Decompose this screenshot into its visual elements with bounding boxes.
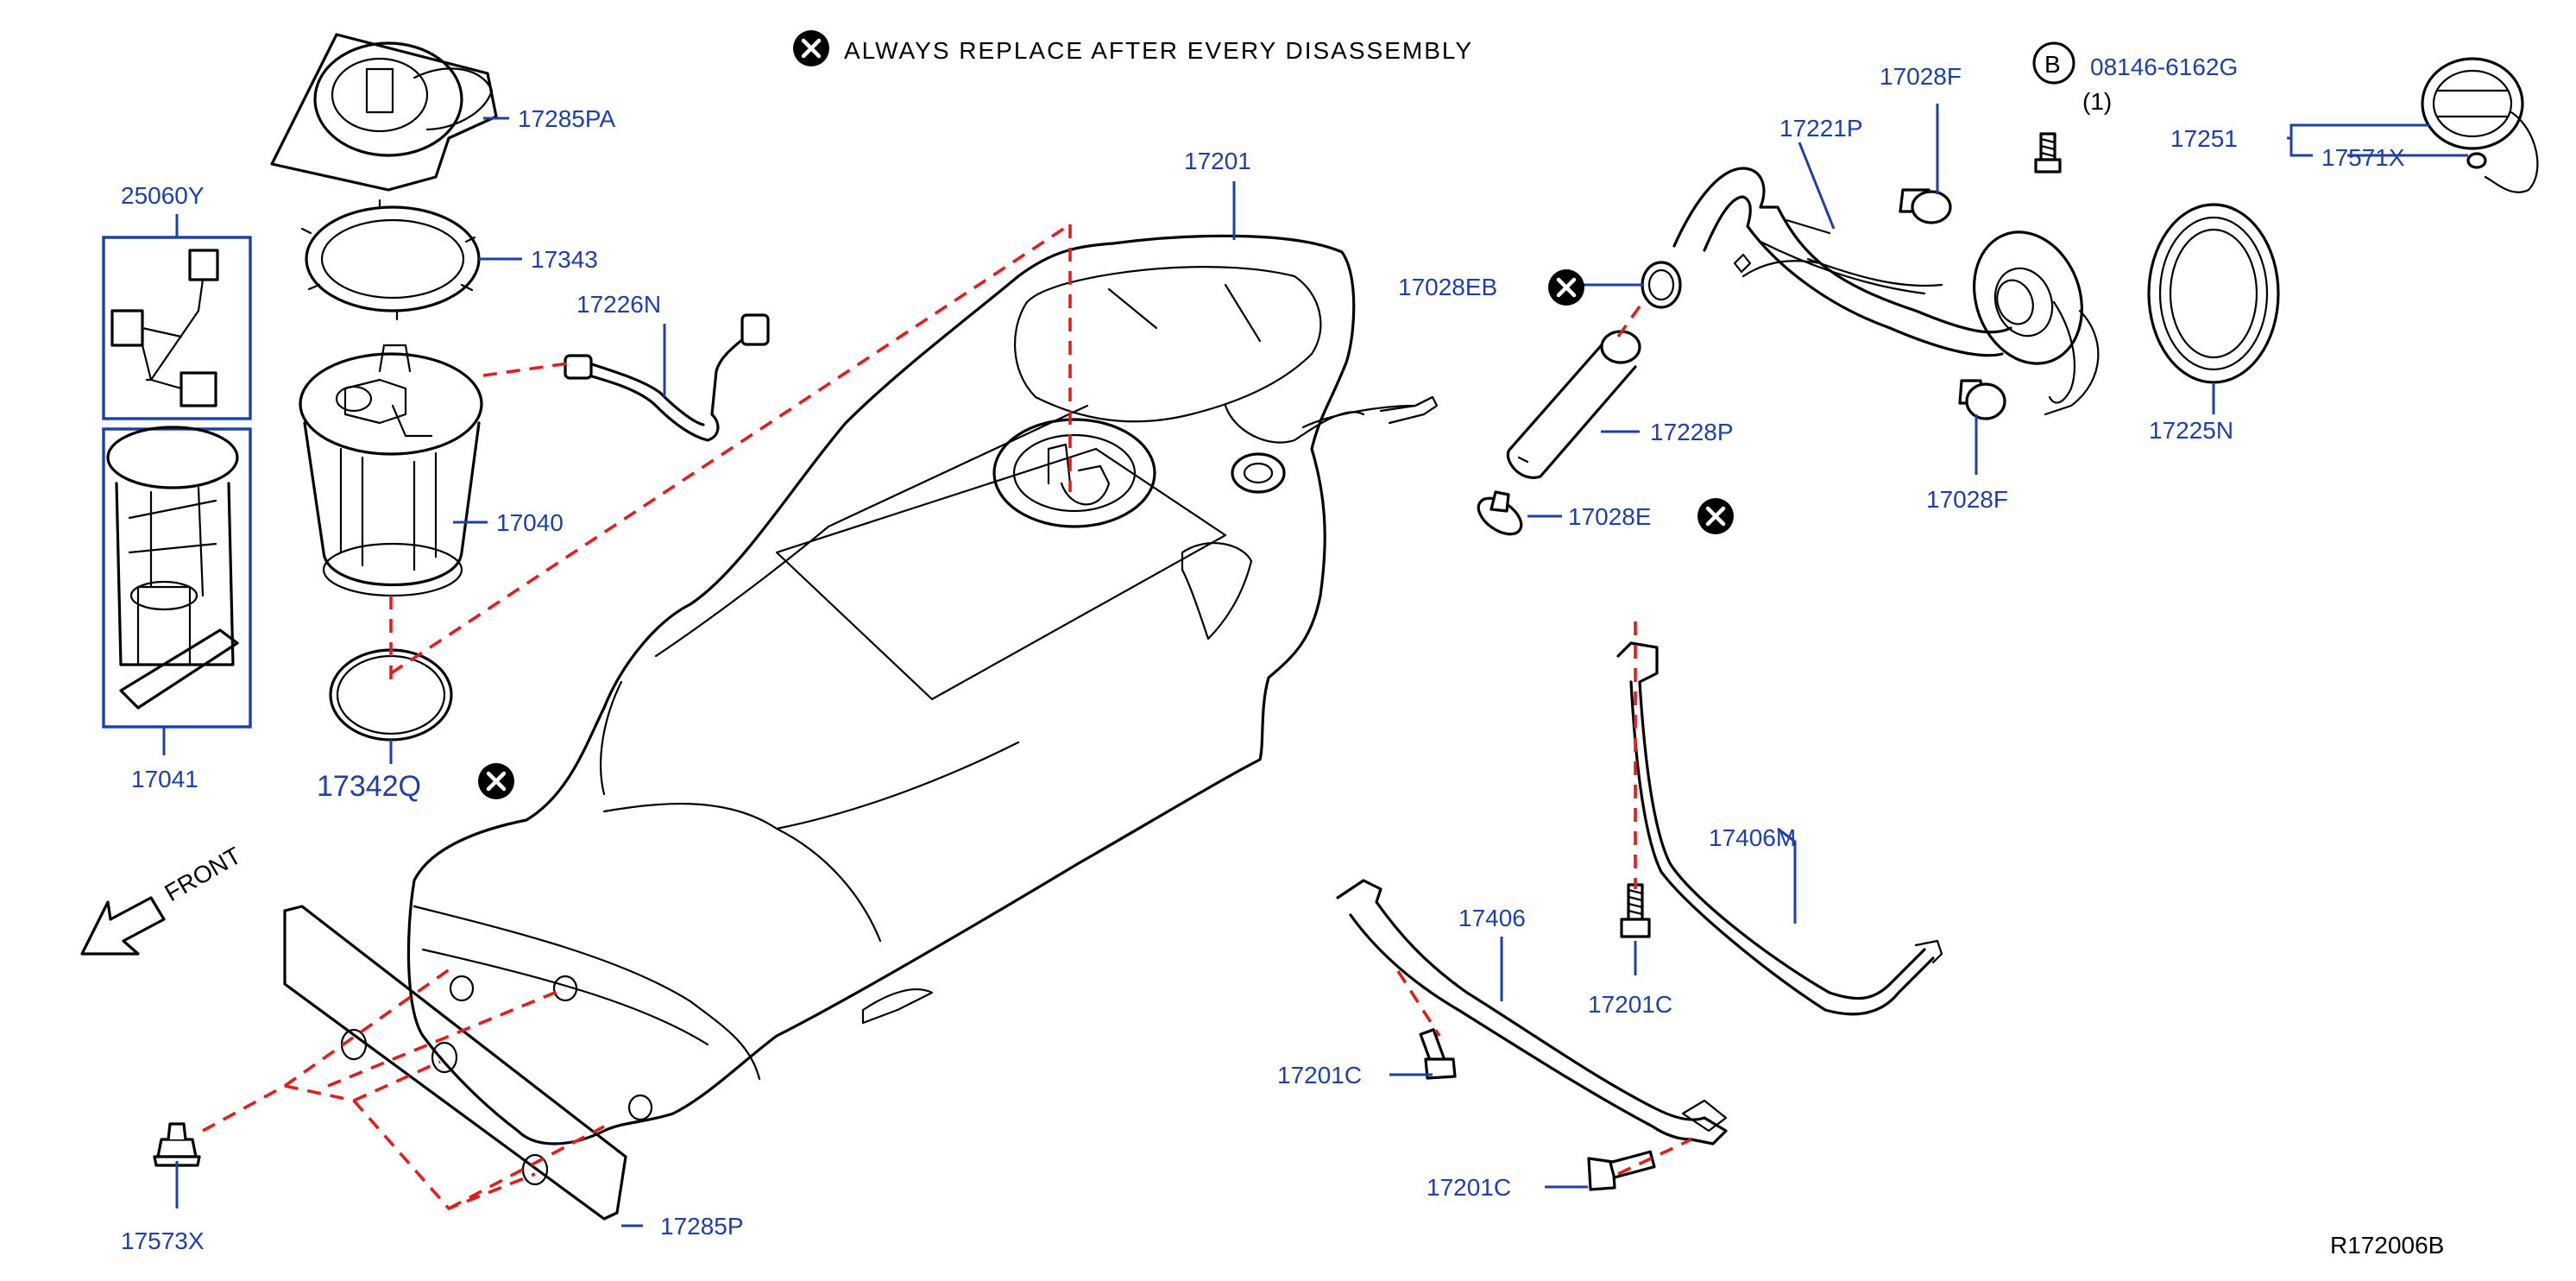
label-17228P: 17228P xyxy=(1650,419,1734,445)
fuel-cap-17251 xyxy=(2421,57,2539,193)
lock-ring-17343 xyxy=(300,199,481,321)
label-17201: 17201 xyxy=(1184,148,1251,174)
circled-x-icon xyxy=(478,763,514,799)
label-17221P: 17221P xyxy=(1779,115,1863,142)
label-17040: 17040 xyxy=(496,509,564,536)
label-17041: 17041 xyxy=(131,766,198,792)
label-17571X: 17571X xyxy=(2321,144,2405,171)
label-17201C-b: 17201C xyxy=(1277,1062,1362,1089)
strap-17406 xyxy=(1336,879,1728,1145)
label-17201C-a: 17201C xyxy=(1588,991,1672,1018)
pump-module-17041 xyxy=(106,426,239,710)
label-17028F-bottom: 17028F xyxy=(1926,486,2008,513)
hose-17226N xyxy=(564,313,770,442)
label-17028EB: 17028EB xyxy=(1398,274,1497,300)
circled-x-icon xyxy=(1697,498,1734,534)
diagram-code: R172006B xyxy=(2330,1232,2444,1259)
replace-note-text: ALWAYS REPLACE AFTER EVERY DISASSEMBLY xyxy=(844,37,1473,64)
label-17028E: 17028E xyxy=(1568,503,1652,530)
replace-note: ALWAYS REPLACE AFTER EVERY DISASSEMBLY xyxy=(793,30,1473,66)
circled-x-icon xyxy=(1548,269,1584,306)
label-17406: 17406 xyxy=(1458,905,1526,931)
fuel-sender-25060Y xyxy=(110,249,219,407)
circled-x-icon xyxy=(793,30,829,66)
label-17226N: 17226N xyxy=(576,291,661,318)
label-17285PA: 17285PA xyxy=(518,105,615,132)
bolt-08146-6162G xyxy=(2034,132,2062,174)
filler-tube-17221P xyxy=(1672,167,2100,416)
label-17573X: 17573X xyxy=(121,1227,205,1254)
label-bolt-qty: (1) xyxy=(2082,88,2112,115)
circled-b-letter: B xyxy=(2044,51,2061,78)
cover-17285PA xyxy=(270,33,498,192)
o-ring-17342Q xyxy=(329,648,453,741)
box-17041 xyxy=(102,427,252,729)
label-17201C-c: 17201C xyxy=(1427,1174,1511,1201)
clip-17573X xyxy=(153,1122,201,1167)
seal-17225N xyxy=(2147,203,2280,384)
circled-b-icon: B xyxy=(2032,41,2075,85)
label-17251: 17251 xyxy=(2170,125,2238,152)
strap-17406M xyxy=(1616,641,1943,1016)
label-17406M: 17406M xyxy=(1709,824,1796,851)
label-25060Y: 25060Y xyxy=(121,182,205,209)
clamp-17028E xyxy=(1477,490,1523,536)
dashed-guides xyxy=(202,223,1692,1211)
part-labels: 17285PA 25060Y 17343 17226N 17040 17041 … xyxy=(121,54,2444,1259)
clamp-17028F-top xyxy=(1899,188,1952,224)
bolt-17201C-b xyxy=(1419,1028,1457,1080)
label-17225N: 17225N xyxy=(2149,417,2233,444)
label-17343: 17343 xyxy=(531,246,598,273)
fuel-tank xyxy=(406,234,1439,1145)
front-label: FRONT xyxy=(161,842,246,906)
hose-17228P xyxy=(1506,330,1641,479)
label-17028F-top: 17028F xyxy=(1880,63,1962,90)
clamp-17028EB xyxy=(1641,261,1682,309)
label-17342Q: 17342Q xyxy=(317,770,421,803)
clamp-17028F-bottom xyxy=(1958,379,2006,420)
leader-lines xyxy=(162,104,2468,1227)
heat-shield-17285P xyxy=(283,905,653,1221)
front-arrow-icon: FRONT xyxy=(80,842,246,956)
bolt-17201C-a xyxy=(1620,883,1651,938)
fuel-pump-17040 xyxy=(299,344,483,597)
label-17285P: 17285P xyxy=(660,1213,744,1240)
label-08146-6162G: 08146-6162G xyxy=(2090,54,2238,80)
